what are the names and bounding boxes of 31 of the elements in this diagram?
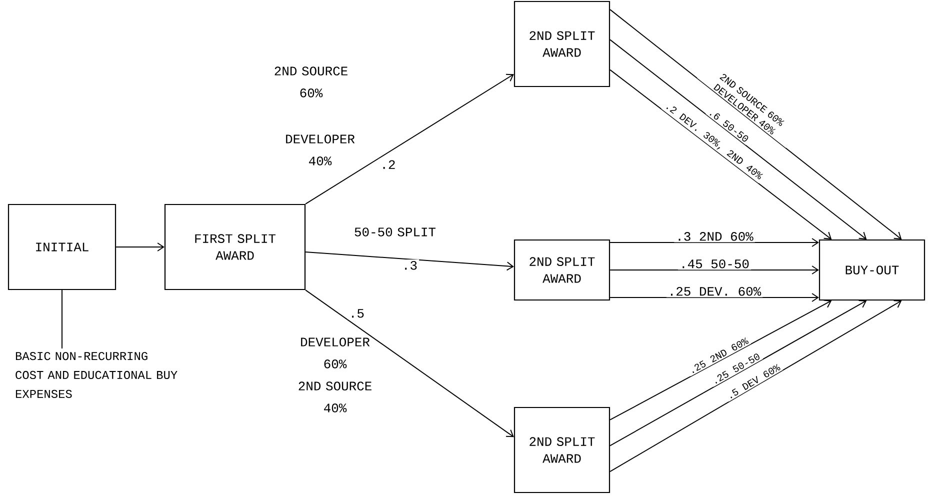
arrow xyxy=(610,292,819,302)
edge-label: .2 xyxy=(378,158,398,170)
edge-label: .3 xyxy=(400,260,420,272)
process-box: FIRST SPLIT AWARD xyxy=(164,204,306,290)
arrow xyxy=(610,9,902,240)
edge-label: .45 50-50 xyxy=(678,258,751,270)
arrow xyxy=(610,300,867,446)
arrow xyxy=(305,290,514,438)
split-label: 2ND SOURCE 60% xyxy=(274,66,348,98)
arrow xyxy=(610,238,819,247)
process-box: 2ND SPLIT AWARD xyxy=(514,406,610,494)
split-label: DEVELOPER 60% xyxy=(301,338,370,368)
arrow xyxy=(610,69,832,240)
arrow xyxy=(610,39,867,240)
process-box: INITIAL xyxy=(8,204,116,290)
arrow xyxy=(610,300,832,420)
note-text: BASIC NON-RECURRING COST AND EDUCATIONAL BUY EXPENSES xyxy=(16,352,178,398)
edge-label: .3 2ND 60% xyxy=(674,230,755,242)
arrow xyxy=(305,74,514,204)
arrow xyxy=(116,242,164,252)
arrow xyxy=(305,251,514,271)
split-label: DEVELOPER 40% xyxy=(286,134,355,166)
split-label: 50-50 SPLIT xyxy=(354,228,436,236)
edge-label: .25 DEV. 60% xyxy=(666,286,763,298)
arrow xyxy=(610,266,819,274)
process-box: 2ND SPLIT AWARD xyxy=(514,239,610,301)
process-box: BUY-OUT xyxy=(818,239,926,301)
process-box: 2ND SPLIT AWARD xyxy=(514,0,610,88)
split-label: 2ND SOURCE 40% xyxy=(298,382,372,412)
arrow xyxy=(610,300,902,472)
edge-label: .5 xyxy=(347,308,366,320)
